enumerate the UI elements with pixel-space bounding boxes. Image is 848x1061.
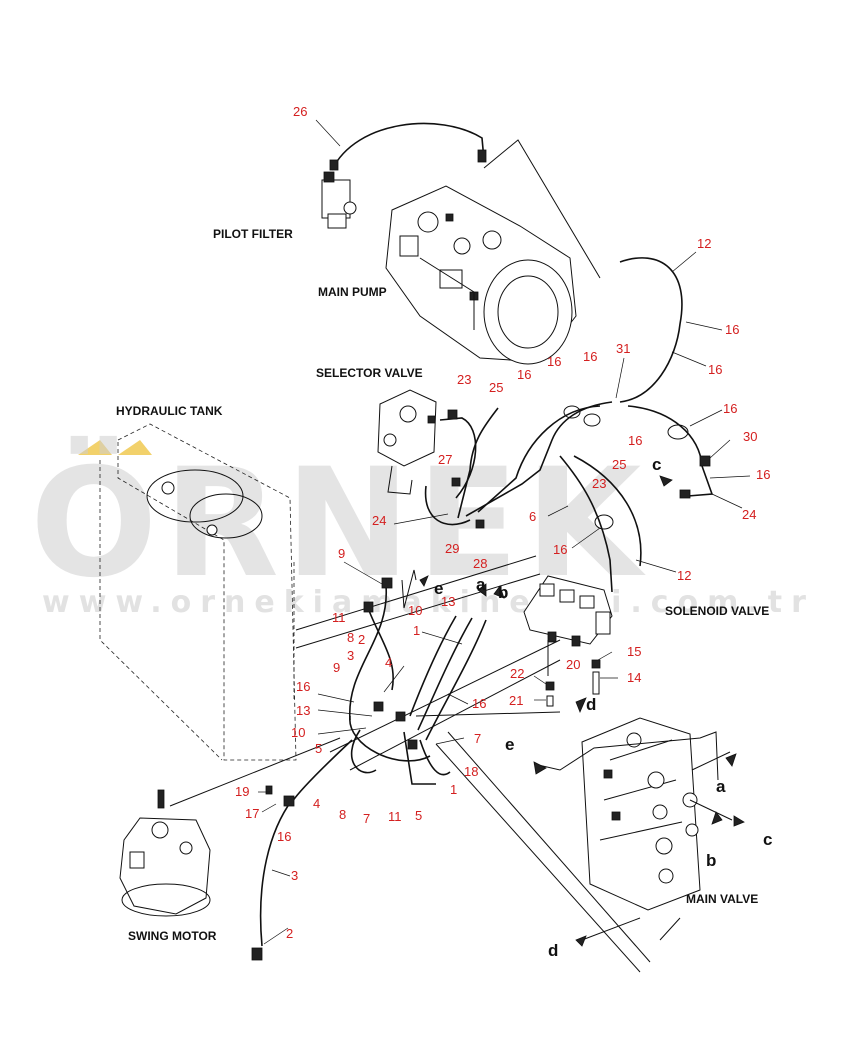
- callout: 2: [358, 632, 365, 647]
- callout: 6: [529, 509, 536, 524]
- callout-numbers: 26 12 16 16 31 16 16 16 23 25 16 16 30 2…: [235, 104, 770, 941]
- callout: 18: [464, 764, 478, 779]
- callout: 16: [723, 401, 737, 416]
- label-hydraulic-tank: HYDRAULIC TANK: [116, 404, 223, 418]
- callout: 27: [438, 452, 452, 467]
- callout: 7: [363, 811, 370, 826]
- label-selector-valve: SELECTOR VALVE: [316, 366, 423, 380]
- callout: 7: [474, 731, 481, 746]
- callout: 10: [291, 725, 305, 740]
- label-swing-motor: SWING MOTOR: [128, 929, 217, 943]
- port-letter: b: [706, 851, 716, 870]
- callout: 16: [708, 362, 722, 377]
- callout: 14: [627, 670, 641, 685]
- callout: 13: [296, 703, 310, 718]
- pilot-filter-drawing: [321, 171, 357, 229]
- callout-leaders: [258, 119, 751, 945]
- selector-valve-drawing: [377, 389, 437, 495]
- watermark-accent-left: [78, 440, 112, 455]
- swing-motor-drawing: [119, 789, 211, 917]
- hose-lines: [169, 122, 745, 961]
- callout: 16: [756, 467, 770, 482]
- callout: 4: [313, 796, 320, 811]
- callout: 16: [547, 354, 561, 369]
- callout: 10: [408, 603, 422, 618]
- port-letter: a: [716, 777, 726, 796]
- callout: 17: [245, 806, 259, 821]
- label-solenoid-valve: SOLENOID VALVE: [665, 604, 769, 618]
- callout: 3: [347, 648, 354, 663]
- callout: 15: [627, 644, 641, 659]
- watermark: ÖRNEK www.ornekiamakineleri.com.tr: [30, 435, 806, 620]
- callout: 12: [697, 236, 711, 251]
- callout: 28: [473, 556, 487, 571]
- label-pilot-filter: PILOT FILTER: [213, 227, 293, 241]
- callout: 11: [332, 610, 346, 625]
- callout: 5: [415, 808, 422, 823]
- callout: 16: [517, 367, 531, 382]
- port-letter: c: [763, 830, 772, 849]
- callout: 12: [677, 568, 691, 583]
- callout: 1: [413, 623, 420, 638]
- port-letter: e: [505, 735, 514, 754]
- label-main-valve: MAIN VALVE: [686, 892, 758, 906]
- callout: 19: [235, 784, 249, 799]
- callout: 25: [489, 380, 503, 395]
- callout: 9: [338, 546, 345, 561]
- callout: 24: [372, 513, 386, 528]
- callout: 16: [472, 696, 486, 711]
- callout: 3: [291, 868, 298, 883]
- callout: 24: [742, 507, 756, 522]
- callout: 16: [583, 349, 597, 364]
- component-labels: PILOT FILTER MAIN PUMP SELECTOR VALVE HY…: [116, 227, 769, 943]
- hydraulic-tank-drawing: [99, 423, 297, 761]
- callout: 26: [293, 104, 307, 119]
- label-main-pump: MAIN PUMP: [318, 285, 387, 299]
- port-letter: d: [586, 695, 596, 714]
- port-letter: c: [652, 455, 661, 474]
- callout: 20: [566, 657, 580, 672]
- port-letter: e: [434, 579, 443, 598]
- callout: 5: [315, 741, 322, 756]
- port-letter: a: [476, 575, 486, 594]
- main-valve-drawing: [581, 717, 701, 911]
- watermark-brand: ÖRNEK: [30, 435, 647, 611]
- callout: 8: [339, 807, 346, 822]
- callout: 16: [553, 542, 567, 557]
- callout: 16: [725, 322, 739, 337]
- callout: 23: [592, 476, 606, 491]
- solenoid-valve-drawing: [523, 575, 613, 647]
- callout: 16: [296, 679, 310, 694]
- port-letter: d: [548, 941, 558, 960]
- callout: 23: [457, 372, 471, 387]
- callout: 16: [277, 829, 291, 844]
- callout: 22: [510, 666, 524, 681]
- callout: 9: [333, 660, 340, 675]
- callout: 25: [612, 457, 626, 472]
- port-letters: e a b c d e a c b d: [434, 455, 772, 960]
- callout: 13: [441, 594, 455, 609]
- callout: 31: [616, 341, 630, 356]
- main-pump-drawing: [385, 185, 577, 365]
- callout: 8: [347, 630, 354, 645]
- callout: 21: [509, 693, 523, 708]
- callout: 29: [445, 541, 459, 556]
- callout: 1: [450, 782, 457, 797]
- callout: 11: [388, 809, 402, 824]
- callout: 4: [385, 655, 392, 670]
- watermark-accent-right: [118, 440, 152, 455]
- callout: 16: [628, 433, 642, 448]
- callout: 2: [286, 926, 293, 941]
- callout: 30: [743, 429, 757, 444]
- port-letter: b: [498, 583, 508, 602]
